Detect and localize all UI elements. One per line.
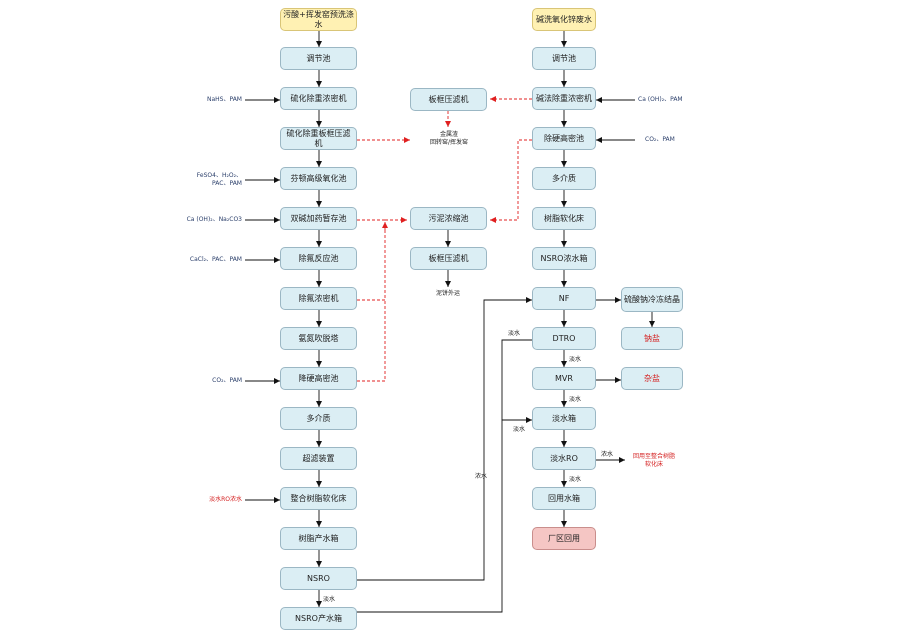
sodium-salt-box: 钠盐 [621, 327, 683, 350]
left-node-15-label: NSRO产水箱 [295, 613, 342, 623]
right-node-1-label: 调节池 [552, 53, 576, 63]
mud-cake-label: 泥饼外运 [435, 290, 460, 297]
left-node-15: NSRO产水箱 [280, 607, 357, 630]
right-node-2-label: 碱法除重浓密机 [536, 93, 592, 103]
right-node-12-label: 回用水箱 [548, 493, 580, 503]
mid-sludge-thickener-label: 污泥浓缩池 [428, 213, 469, 223]
left-node-14-label: NSRO [307, 573, 330, 583]
metal-slag-line1: 金属渣 [439, 131, 458, 138]
mid-sludge-thickener: 污泥浓缩池 [410, 207, 487, 230]
left-node-1: 调节池 [280, 47, 357, 70]
flow-fresh-2: 淡水 [569, 396, 582, 403]
mid-plate-press-2: 板框压滤机 [410, 247, 487, 270]
left-node-4: 芬顿高级氧化池 [280, 167, 357, 190]
right-node-1: 调节池 [532, 47, 596, 70]
metal-slag-line2: 回转窑/挥发窑 [429, 139, 469, 146]
sulfate-crystallization-label: 硫酸钠冷冻结晶 [624, 294, 680, 304]
flow-fresh-5: 淡水 [513, 426, 526, 433]
left-node-3-label: 硫化除重板框压滤机 [286, 129, 351, 148]
left-node-14: NSRO [280, 567, 357, 590]
reagent-nahs: NaHS、PAM [206, 96, 242, 103]
left-node-10: 多介质 [280, 407, 357, 430]
right-node-8: DTRO [532, 327, 596, 350]
right-node-2: 碱法除重浓密机 [532, 87, 596, 110]
reagent-caoh-na2co3: Ca (OH)₂、Na₂CO3 [186, 216, 242, 223]
left-node-13-label: 树脂产水箱 [298, 533, 339, 543]
left-node-2-label: 硫化除重浓密机 [290, 93, 347, 103]
left-node-8-label: 氨氮吹脱塔 [298, 333, 339, 343]
left-node-5: 双碱加药暂存池 [280, 207, 357, 230]
ro-return-line1: 回用至整合树脂 [633, 453, 676, 460]
right-node-9-label: MVR [555, 373, 573, 383]
right-node-3: 除硬高密池 [532, 127, 596, 150]
mid-plate-press-1-label: 板框压滤机 [428, 94, 469, 104]
left-node-3: 硫化除重板框压滤机 [280, 127, 357, 150]
left-node-12-label: 整合树脂软化床 [290, 493, 347, 503]
sodium-salt-label: 钠盐 [644, 333, 660, 343]
flow-fresh-6: 淡水 [323, 596, 336, 603]
left-node-2: 硫化除重浓密机 [280, 87, 357, 110]
right-node-10: 淡水箱 [532, 407, 596, 430]
right-source-box: 碱洗氧化锌废水 [532, 8, 596, 31]
reagent-caoh-right: Ca (OH)₂、PAM [638, 96, 683, 103]
left-node-9: 降硬高密池 [280, 367, 357, 390]
left-node-8: 氨氮吹脱塔 [280, 327, 357, 350]
right-node-5-label: 树脂软化床 [544, 213, 584, 223]
reagent-feso4-line2: PAC、PAM [212, 180, 242, 187]
right-node-4: 多介质 [532, 167, 596, 190]
left-node-11: 超滤装置 [280, 447, 357, 470]
right-node-7: NF [532, 287, 596, 310]
left-node-5-label: 双碱加药暂存池 [290, 213, 347, 223]
flow-fresh-1: 淡水 [569, 356, 582, 363]
left-node-13: 树脂产水箱 [280, 527, 357, 550]
left-node-1-label: 调节池 [306, 53, 331, 63]
ro-concentrate-label: 淡水RO浓水 [209, 496, 242, 503]
right-node-11: 淡水RO [532, 447, 596, 470]
reagent-co2-right: CO₂、PAM [645, 136, 675, 143]
left-node-10-label: 多介质 [306, 413, 331, 423]
left-node-9-label: 降硬高密池 [298, 373, 339, 383]
left-node-11-label: 超滤装置 [302, 453, 335, 463]
right-node-11-label: 淡水RO [550, 453, 578, 463]
right-node-7-label: NF [558, 293, 570, 303]
left-node-6: 除氟反应池 [280, 247, 357, 270]
right-node-9: MVR [532, 367, 596, 390]
mid-plate-press-2-label: 板框压滤机 [428, 253, 469, 263]
right-node-8-label: DTRO [552, 333, 576, 343]
ro-return-line2: 软化床 [645, 461, 664, 468]
right-node-10-label: 淡水箱 [552, 413, 576, 423]
flow-fresh-3: 淡水 [569, 476, 582, 483]
right-node-4-label: 多介质 [552, 173, 576, 183]
mixed-salt-box: 杂盐 [621, 367, 683, 390]
right-node-5: 树脂软化床 [532, 207, 596, 230]
right-node-3-label: 除硬高密池 [544, 133, 584, 143]
left-node-4-label: 芬顿高级氧化池 [290, 173, 347, 183]
reagent-cacl2: CaCl₂、PAC、PAM [189, 256, 242, 263]
left-node-6-label: 除氟反应池 [298, 253, 339, 263]
left-node-7-label: 除氟浓密机 [298, 293, 339, 303]
left-node-12: 整合树脂软化床 [280, 487, 357, 510]
right-node-13: 厂区回用 [532, 527, 596, 550]
left-source-label: 污酸+挥发窑预洗涤水 [283, 10, 354, 29]
left-source-box: 污酸+挥发窑预洗涤水 [280, 8, 357, 31]
sulfate-crystallization-box: 硫酸钠冷冻结晶 [621, 287, 683, 312]
right-node-12: 回用水箱 [532, 487, 596, 510]
flow-concentrate-2: 浓水 [601, 451, 614, 458]
right-source-label: 碱洗氧化锌废水 [536, 14, 592, 24]
flow-concentrate-1: 浓水 [475, 473, 488, 480]
mixed-salt-label: 杂盐 [644, 373, 660, 383]
reagent-feso4-line1: FeSO4、H₂O₂、 [196, 172, 242, 179]
right-node-6: NSRO浓水箱 [532, 247, 596, 270]
reagent-co2-left: CO₂、PAM [212, 377, 242, 384]
mid-plate-press-1: 板框压滤机 [410, 88, 487, 111]
right-node-6-label: NSRO浓水箱 [540, 253, 588, 263]
right-node-13-label: 厂区回用 [548, 533, 580, 543]
left-node-7: 除氟浓密机 [280, 287, 357, 310]
flow-fresh-4: 淡水 [508, 330, 521, 337]
